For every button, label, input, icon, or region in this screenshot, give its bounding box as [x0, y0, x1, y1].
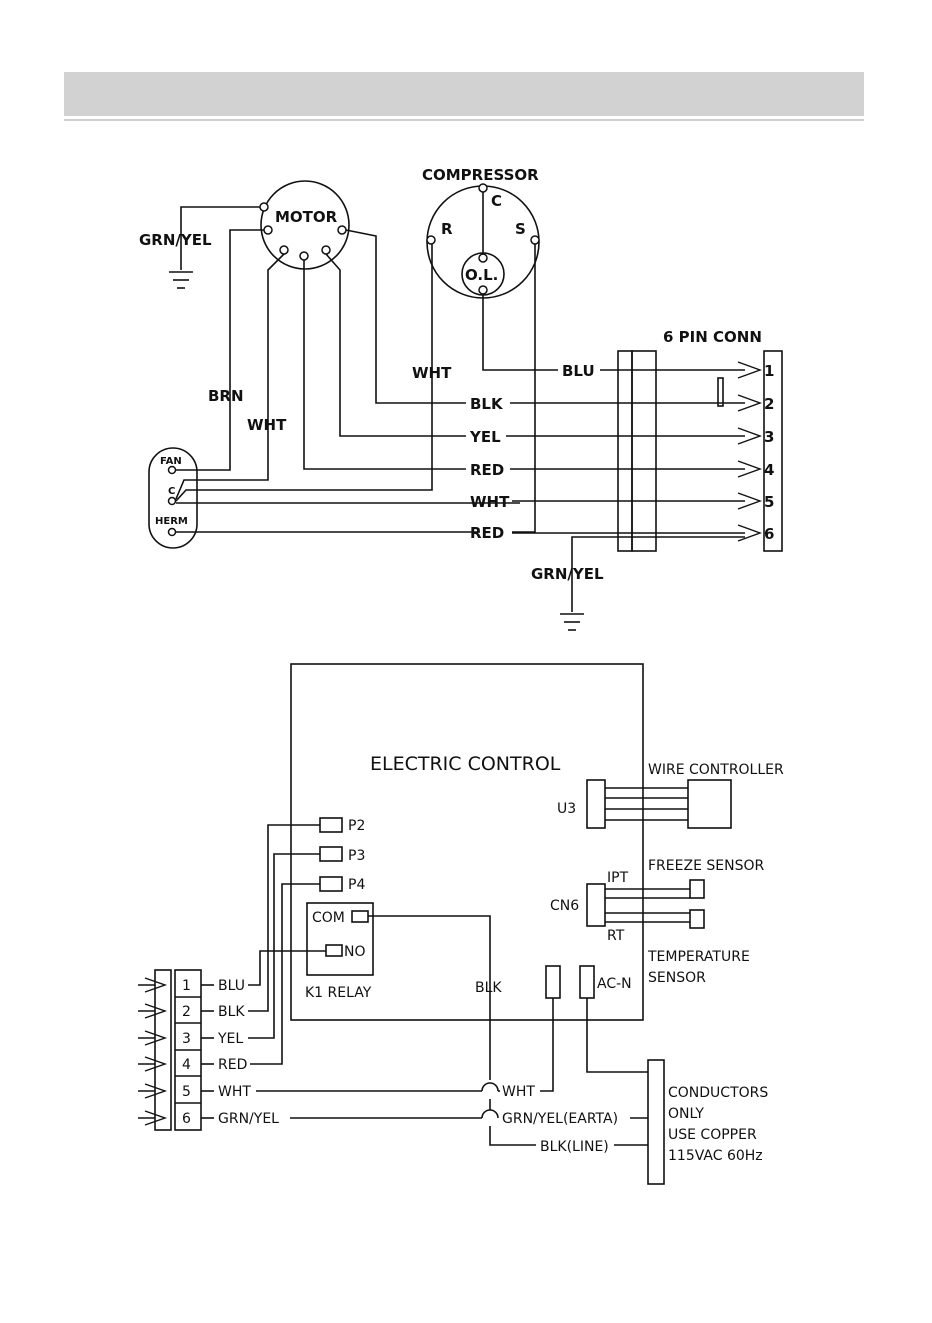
- switch: FAN C HERM: [148, 447, 198, 549]
- comp-r-label: R: [441, 220, 453, 238]
- wire-label-1: BLU: [562, 362, 595, 380]
- switch-c-label: C: [168, 486, 175, 497]
- comp-s-label: S: [515, 220, 526, 238]
- out-gy-label: GRN/YEL(EARTA): [502, 1111, 618, 1127]
- out-blk-label: BLK(LINE): [540, 1139, 609, 1155]
- wire-label-6: RED: [470, 524, 504, 542]
- switch-fan-label: FAN: [160, 456, 182, 467]
- blk-mid-label: BLK: [475, 980, 502, 996]
- conn-pin-1: 1: [764, 362, 774, 380]
- ground-label-bottom: GRN/YEL: [531, 565, 604, 583]
- conn-pin-4: 4: [764, 461, 774, 479]
- in-wire-label-4: RED: [218, 1057, 247, 1073]
- input-terminal-strip: 1 2 3 4 5 6: [138, 969, 202, 1131]
- conn-title: 6 PIN CONN: [663, 328, 762, 346]
- temp-sensor-label-2: SENSOR: [648, 970, 706, 986]
- rt-label: RT: [607, 928, 625, 944]
- p4-label: P4: [348, 877, 365, 893]
- ground-bottom: GRN/YEL: [531, 536, 745, 631]
- ipt-label: IPT: [607, 870, 629, 886]
- freeze-sensor-label: FREEZE SENSOR: [648, 858, 764, 874]
- electric-control-title: ELECTRIC CONTROL: [370, 753, 561, 775]
- out-wht-label: WHT: [502, 1084, 535, 1100]
- lower-wiring-diagram: ELECTRIC CONTROL U3 WIRE CONTROLLER CN6 …: [138, 663, 784, 1185]
- comp-ol-label: O.L.: [465, 266, 498, 284]
- in-wire-label-6: GRN/YEL: [218, 1111, 279, 1127]
- u3-label: U3: [557, 801, 576, 817]
- wire-controller-label: WIRE CONTROLLER: [648, 762, 784, 778]
- upper-wiring-diagram: MOTOR GRN/YEL COMPRESSOR: [139, 166, 783, 631]
- temp-sensor-label-1: TEMPERATURE: [647, 949, 750, 965]
- ground-label-left: GRN/YEL: [139, 231, 212, 249]
- in-wire-label-1: BLU: [218, 978, 245, 994]
- wire-label-3: YEL: [469, 428, 501, 446]
- cn6-label: CN6: [550, 898, 579, 914]
- acn-label: AC-N: [597, 976, 632, 992]
- conn-pin-2: 2: [764, 395, 774, 413]
- term-pin-5: 5: [182, 1084, 191, 1100]
- connector-arrows: [737, 361, 763, 542]
- no-label: NO: [344, 944, 366, 960]
- conn-pin-3: 3: [764, 428, 774, 446]
- p3-label: P3: [348, 848, 365, 864]
- cond-line-2: ONLY: [668, 1106, 704, 1122]
- p2-label: P2: [348, 818, 365, 834]
- conn-pin-6: 6: [764, 525, 774, 543]
- cond-line-1: CONDUCTORS: [668, 1085, 768, 1101]
- in-wire-label-5: WHT: [218, 1084, 251, 1100]
- wire-label-4: RED: [470, 461, 504, 479]
- term-pin-4: 4: [182, 1057, 191, 1073]
- motor: MOTOR: [259, 180, 350, 270]
- in-wire-label-2: BLK: [218, 1004, 245, 1020]
- header-rule: [64, 119, 864, 121]
- com-label: COM: [312, 910, 345, 926]
- switch-herm-label: HERM: [155, 516, 188, 527]
- brn-label: BRN: [208, 387, 244, 405]
- in-wire-label-3: YEL: [217, 1031, 243, 1047]
- conn-pin-5: 5: [764, 493, 774, 511]
- wht-motor-label: WHT: [247, 416, 287, 434]
- wht-comp-label: WHT: [412, 364, 452, 382]
- term-pin-6: 6: [182, 1111, 191, 1127]
- header-band: [64, 72, 864, 116]
- wire-label-5: WHT: [470, 493, 510, 511]
- comp-c-label: C: [491, 192, 502, 210]
- relay-label: K1 RELAY: [305, 985, 372, 1001]
- compressor: COMPRESSOR C R S O.L.: [422, 166, 540, 299]
- cond-line-4: 115VAC 60Hz: [668, 1148, 763, 1164]
- ground-left: GRN/YEL: [139, 206, 260, 289]
- motor-label: MOTOR: [275, 208, 338, 226]
- term-pin-1: 1: [182, 978, 191, 994]
- wire-label-2: BLK: [470, 395, 504, 413]
- term-pin-2: 2: [182, 1004, 191, 1020]
- cond-line-3: USE COPPER: [668, 1127, 757, 1143]
- term-pin-3: 3: [182, 1031, 191, 1047]
- compressor-label: COMPRESSOR: [422, 166, 539, 184]
